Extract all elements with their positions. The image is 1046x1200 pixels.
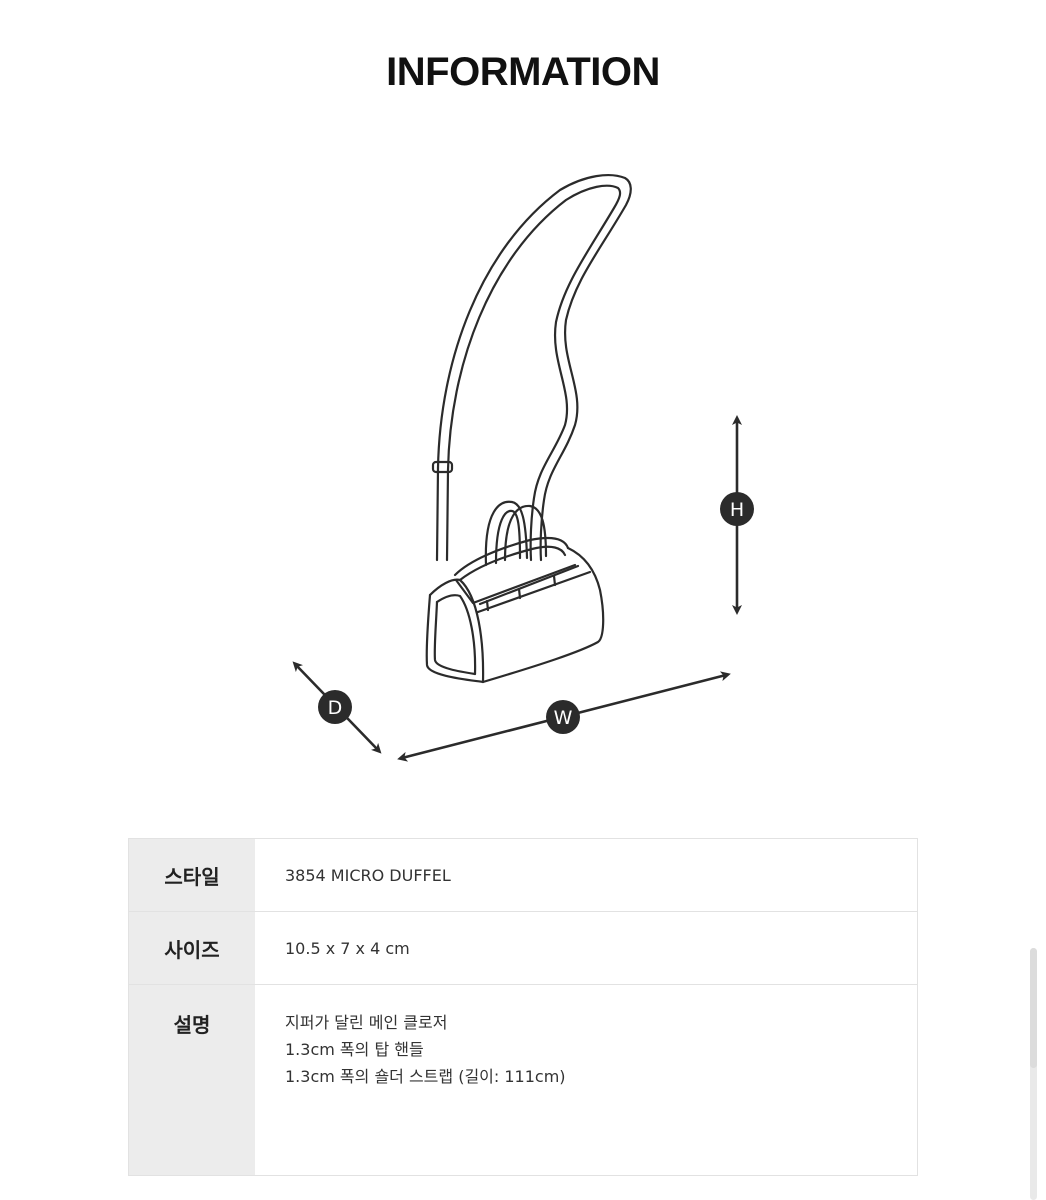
table-row-size: 사이즈 10.5 x 7 x 4 cm <box>128 911 918 985</box>
height-dimension: H <box>720 415 754 615</box>
width-marker-badge <box>546 700 580 734</box>
height-marker-label: H <box>730 499 744 521</box>
product-info-table: 스타일 3854 MICRO DUFFEL 사이즈 10.5 x 7 x 4 c… <box>128 838 918 1176</box>
scrollbar-thumb[interactable] <box>1030 948 1037 1068</box>
depth-marker-label: D <box>328 697 343 719</box>
shoulder-strap-illustration <box>431 174 632 562</box>
size-value: 10.5 x 7 x 4 cm <box>255 911 918 985</box>
depth-marker-badge <box>318 690 352 724</box>
page-title: INFORMATION <box>386 50 660 94</box>
description-line: 지퍼가 달린 메인 클로저 <box>285 1013 448 1032</box>
description-value: 지퍼가 달린 메인 클로저 1.3cm 폭의 탑 핸들 1.3cm 폭의 숄더 … <box>255 984 918 1176</box>
bag-dimension-diagram: H W D <box>292 174 754 762</box>
depth-dimension: D <box>292 661 382 754</box>
style-value: 3854 MICRO DUFFEL <box>255 838 918 912</box>
style-label: 스타일 <box>128 838 255 912</box>
description-label: 설명 <box>128 984 255 1176</box>
width-marker-label: W <box>554 707 573 729</box>
description-line: 1.3cm 폭의 숄더 스트랩 (길이: 111cm) <box>285 1067 566 1086</box>
table-row-description: 설명 지퍼가 달린 메인 클로저 1.3cm 폭의 탑 핸들 1.3cm 폭의 … <box>128 984 918 1176</box>
page-scrollbar[interactable] <box>1030 948 1037 1200</box>
height-marker-badge <box>720 492 754 526</box>
size-label: 사이즈 <box>128 911 255 985</box>
table-row-style: 스타일 3854 MICRO DUFFEL <box>128 838 918 912</box>
width-dimension: W <box>397 671 731 762</box>
duffel-bag-illustration <box>425 500 605 684</box>
description-line: 1.3cm 폭의 탑 핸들 <box>285 1040 424 1059</box>
